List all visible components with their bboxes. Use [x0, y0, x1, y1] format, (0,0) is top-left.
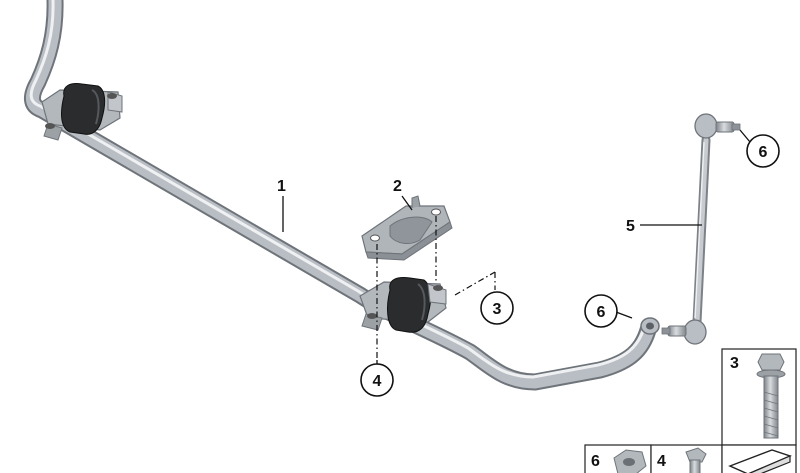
- callout-6-top: 6: [746, 134, 780, 168]
- callout-4: 4: [360, 363, 394, 397]
- bracket-plate: [361, 195, 453, 261]
- svg-text:4: 4: [657, 453, 666, 470]
- legend-box-shim: [721, 444, 797, 473]
- svg-text:5: 5: [626, 218, 635, 235]
- hex-bolt-icon: [685, 447, 707, 473]
- flange-bolt-icon: [756, 353, 786, 439]
- callout-1: 1: [277, 178, 286, 195]
- leader-lines: [282, 129, 751, 366]
- assembly-lines: [376, 216, 496, 360]
- svg-text:3: 3: [493, 301, 502, 318]
- svg-text:2: 2: [393, 178, 402, 195]
- svg-text:6: 6: [759, 144, 768, 161]
- callout-2: 2: [393, 178, 402, 195]
- svg-text:6: 6: [591, 453, 600, 470]
- hex-nut-icon: [613, 449, 647, 473]
- legend-box-3: 3: [721, 348, 797, 446]
- callout-6-bottom: 6: [584, 294, 618, 328]
- stabilizer-bar: [24, 0, 660, 391]
- legend-box-6: 6: [584, 444, 652, 473]
- link-rod: [661, 113, 741, 345]
- svg-text:1: 1: [277, 178, 286, 195]
- callout-5: 5: [626, 218, 635, 235]
- left-bushing-bracket: [41, 83, 123, 141]
- shim-plate-icon: [728, 449, 792, 473]
- svg-text:6: 6: [597, 304, 606, 321]
- center-bushing-bracket: [359, 277, 447, 333]
- legend-box-4: 4: [650, 444, 723, 473]
- svg-text:4: 4: [373, 373, 382, 390]
- callout-3: 3: [480, 291, 514, 325]
- svg-text:3: 3: [730, 355, 739, 372]
